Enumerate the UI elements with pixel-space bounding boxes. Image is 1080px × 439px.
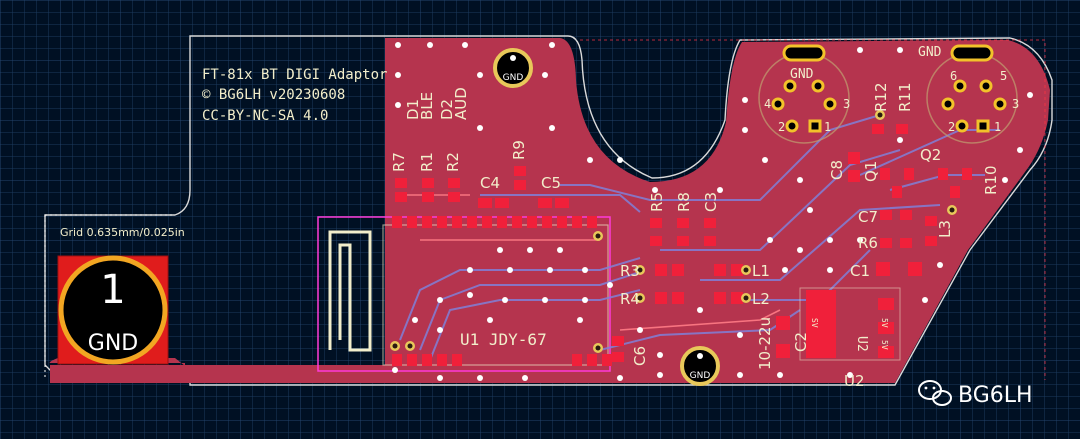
ref-d1: D1 [404, 99, 422, 120]
conn-right-pin6: 6 [950, 69, 957, 83]
ref-l3: L3 [936, 220, 954, 238]
ref-c7: C7 [858, 208, 878, 226]
ref-c6: C6 [631, 346, 649, 366]
connector-left-gnd: GND [790, 67, 814, 82]
conn-right-pin5: 5 [1000, 69, 1007, 83]
watermark-text: BG6LH [958, 383, 1033, 408]
gnd-pad-label: GND [88, 331, 138, 356]
gnd-via-bottom[interactable]: GND [680, 346, 720, 386]
module-outline [382, 224, 609, 366]
ref-r9: R9 [510, 140, 528, 160]
ref-r1: R1 [418, 152, 436, 172]
gnd-test-pad[interactable]: 1 GND [57, 255, 169, 365]
u2-outline [799, 287, 901, 361]
ref-r3: R3 [620, 262, 640, 280]
stitching-vias [392, 42, 1033, 381]
vias [390, 110, 957, 353]
ref-r12: R12 [872, 82, 890, 112]
ref-r4: R4 [620, 290, 640, 308]
ref-q2: Q2 [920, 146, 941, 164]
ref-r10: R10 [982, 165, 1000, 195]
traces-back [399, 114, 1000, 361]
conn-right-pin3: 3 [1012, 97, 1019, 111]
conn-left-pin1: 1 [824, 120, 831, 134]
ref-c1: C1 [850, 262, 870, 280]
connector-left[interactable]: GND 4 3 2 1 [758, 44, 850, 144]
conn-left-pin4: 4 [764, 97, 771, 111]
watermark: BG6LH [918, 380, 1033, 408]
keepout-line-top [580, 39, 1046, 380]
connector-right-gnd: GND [918, 45, 942, 60]
ref-r6: R6 [858, 234, 878, 252]
u2-pad-5v-b: 5V [880, 340, 889, 350]
courtyard-left [44, 214, 175, 378]
ref-aud: AUD [452, 87, 470, 120]
ref-d2: D2 [438, 99, 456, 120]
ref-c5: C5 [541, 174, 561, 192]
antenna-keepout [317, 216, 611, 372]
ref-r11: R11 [896, 82, 914, 112]
ref-l1: L1 [752, 262, 770, 280]
module-label: U1 JDY-67 [460, 330, 547, 349]
ref-r2: R2 [444, 152, 462, 172]
u2-inner-label: U2 [854, 336, 869, 352]
board-title: FT-81x BT DIGI Adaptor [202, 67, 387, 83]
gnd-via-top[interactable]: GND [493, 48, 533, 88]
wechat-icon [918, 380, 952, 406]
ref-l2: L2 [752, 290, 770, 308]
gnd-via-top-label: GND [503, 73, 524, 83]
smd-pads [392, 124, 972, 366]
gnd-via-bottom-label: GND [690, 371, 711, 381]
ref-c3: C3 [702, 192, 720, 212]
gnd-pad-number: 1 [100, 267, 125, 313]
ref-ble: BLE [418, 92, 436, 120]
conn-left-pin2: 2 [778, 120, 785, 134]
conn-right-pin1: 1 [994, 120, 1001, 134]
ref-c2-value: 10-22u [756, 317, 774, 370]
ref-r8: R8 [675, 192, 693, 212]
ref-c8: C8 [828, 160, 846, 180]
ref-r5: R5 [648, 192, 666, 212]
ref-r7: R7 [390, 152, 408, 172]
conn-left-pin3: 3 [843, 97, 850, 111]
ref-q1: Q1 [862, 161, 880, 182]
ref-c4: C4 [480, 174, 500, 192]
bottom-copper-strip-b [50, 365, 395, 383]
ref-c2: C2 [792, 332, 810, 352]
grid-note: Grid 0.635mm/0.025in [60, 226, 185, 239]
antenna-trace [328, 230, 372, 352]
connector-right[interactable]: GND 5 6 3 2 1 [918, 44, 1019, 144]
u2-pad-5v-a: 5V [880, 318, 889, 328]
board-version: © BG6LH v20230608 [202, 87, 345, 103]
reference-designators: D1 BLE D2 AUD R7 R1 R2 R9 C4 C5 R5 R8 C3… [390, 82, 1000, 390]
board-license: CC-BY-NC-SA 4.0 [202, 108, 328, 124]
u2-pad-sv: SV [810, 318, 819, 328]
conn-right-pin2: 2 [948, 120, 955, 134]
ref-u2: U2 [844, 372, 865, 390]
